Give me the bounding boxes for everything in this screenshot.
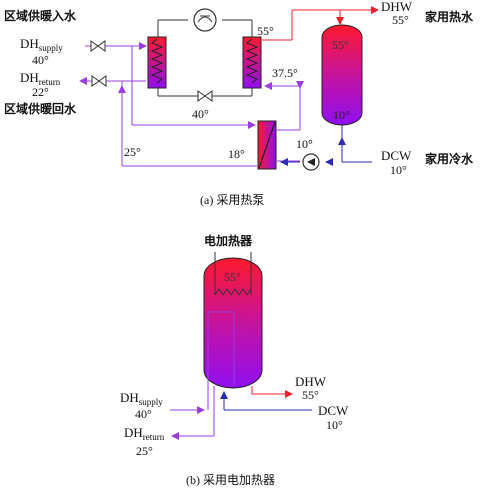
tank-top-temp: 55° (332, 38, 349, 52)
electric-dh-return-label: DHreturn (124, 425, 165, 442)
heat-pump-system: 区域供暖入水 DHsupply 40° DHreturn 22° 区域供暖回水 … (4, 0, 474, 207)
dh-supply-label: DHsupply (20, 36, 63, 53)
compressor-icon (193, 8, 217, 32)
dh-supply-valve-icon (90, 40, 106, 52)
dhw-label-cn: 家用热水 (425, 9, 474, 24)
heater-element-icon (214, 252, 252, 296)
dcw-label: DCW (381, 148, 412, 163)
dhw-label: DHW (381, 0, 413, 14)
electric-dcw-temp: 10° (326, 418, 343, 432)
electric-dcw-pipe (220, 391, 312, 411)
subcooler-heat-exchanger (257, 120, 277, 170)
electric-dhw-temp: 55° (302, 388, 319, 402)
dcw-label-cn: 家用冷水 (425, 151, 474, 166)
tank-bottom-temp: 10° (333, 108, 350, 122)
expansion-valve-icon (197, 90, 213, 102)
electric-dhw-pipe (251, 386, 293, 398)
dh-return-valve-icon (91, 75, 107, 87)
pump-icon (302, 153, 320, 171)
electric-dhw-label: DHW (295, 374, 327, 389)
dcw-temp: 10° (390, 163, 407, 177)
refrigerant-loop (157, 19, 253, 97)
electric-dcw-label: DCW (318, 403, 349, 418)
condenser-heat-exchanger (242, 36, 262, 89)
electric-dh-pipes (170, 386, 215, 440)
caption-a: (a) 采用热泵 (200, 193, 264, 207)
dcw-cold-pipe (280, 123, 372, 166)
electric-dh-supply-temp: 40° (135, 407, 152, 421)
pump-temp: 10° (296, 137, 313, 151)
electric-heater-system: 电加热器 55° DHsupply 40° DHreturn 25° DHW 5… (120, 233, 349, 487)
condenser-inlet-temp: 37.5° (272, 66, 298, 80)
dh-inlet-label-cn: 区域供暖入水 (4, 8, 77, 23)
electric-dh-supply-label: DHsupply (120, 390, 163, 407)
heater-label-cn: 电加热器 (204, 233, 253, 248)
dh-return-pipe (79, 77, 257, 167)
dh-return-temp: 22° (32, 85, 49, 99)
subcooler-temp: 18° (228, 147, 245, 161)
dhw-temp: 55° (392, 13, 409, 27)
return-mix-temp: 25° (124, 145, 141, 159)
condenser-outlet-temp: 55° (257, 24, 274, 38)
electric-dh-return-temp: 25° (136, 444, 153, 458)
evaporator-heat-exchanger (147, 36, 167, 89)
dh-supply-temp: 40° (32, 53, 49, 67)
evaporator-mid-temp: 40° (192, 107, 209, 121)
dhw-storage-tank (321, 24, 363, 126)
dhw-hot-pipe (262, 6, 379, 41)
dh-outlet-label-cn: 区域供暖回水 (4, 101, 77, 116)
dh-coil (207, 311, 235, 410)
dh-supply-pipe (85, 42, 256, 129)
electric-tank-top-temp: 55° (224, 270, 241, 284)
caption-b: (b) 采用电加热器 (186, 473, 275, 487)
dh-return-label: DHreturn (20, 70, 61, 87)
